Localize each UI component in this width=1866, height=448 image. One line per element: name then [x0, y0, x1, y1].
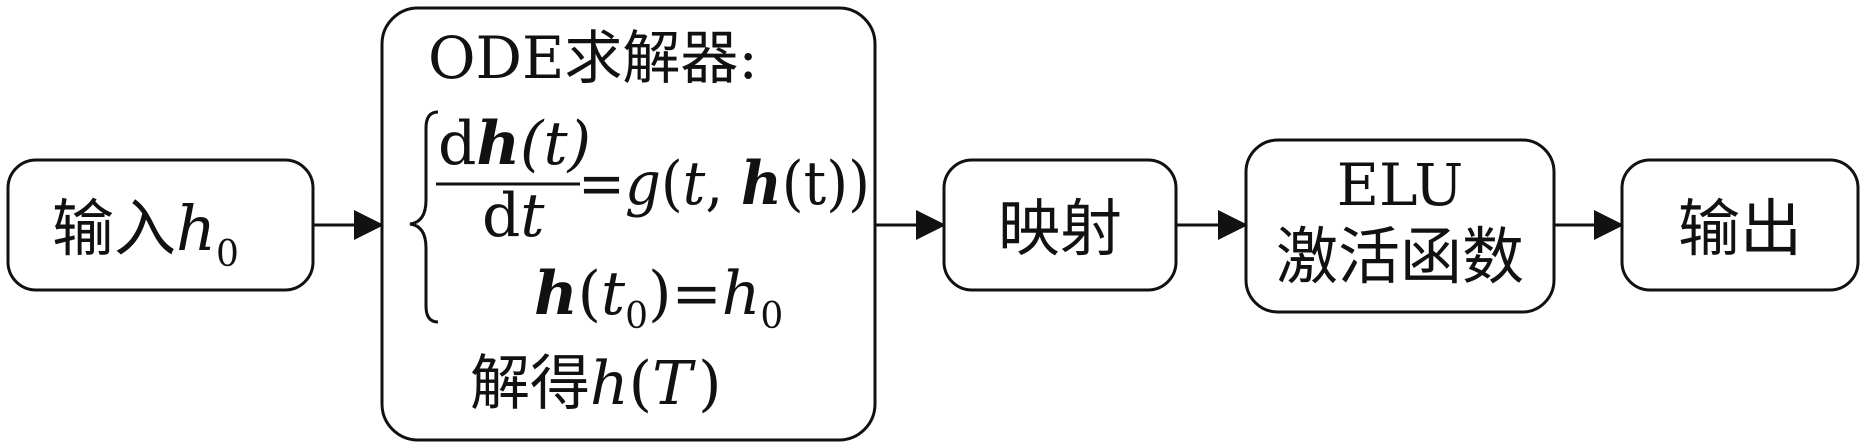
output-label: 输出	[1678, 192, 1802, 265]
ode-solver-title: ODE求解器:	[428, 24, 758, 92]
mapping-node: 映射	[942, 158, 1178, 292]
ode-result: 解得h(T)	[470, 349, 722, 419]
mapping-label: 映射	[998, 192, 1122, 265]
elu-line1: ELU	[1337, 151, 1464, 219]
input-sub: 0	[216, 234, 239, 275]
output-box	[1620, 158, 1860, 292]
input-node: 输入h0	[6, 158, 315, 292]
equation-brace	[409, 110, 439, 324]
elu-line2: 激活函数	[1276, 220, 1524, 293]
eq1-rhs: =g(t, h(t))	[578, 149, 870, 219]
ode-solver-node: ODE求解器: dh(t) dt =g(t, h(t)) h(t0)=h0 解得…	[380, 6, 877, 442]
svg-text:输入h0: 输入h0	[52, 192, 239, 275]
eq1-denominator: dt	[482, 181, 545, 251]
output-node: 输出	[1620, 158, 1860, 292]
eq2-initial-condition: h(t0)=h0	[534, 259, 783, 337]
input-label: 输入	[52, 192, 176, 265]
input-var: h	[176, 192, 216, 265]
elu-node: ELU 激活函数	[1244, 138, 1556, 314]
eq1-numerator: dh(t)	[438, 109, 591, 179]
